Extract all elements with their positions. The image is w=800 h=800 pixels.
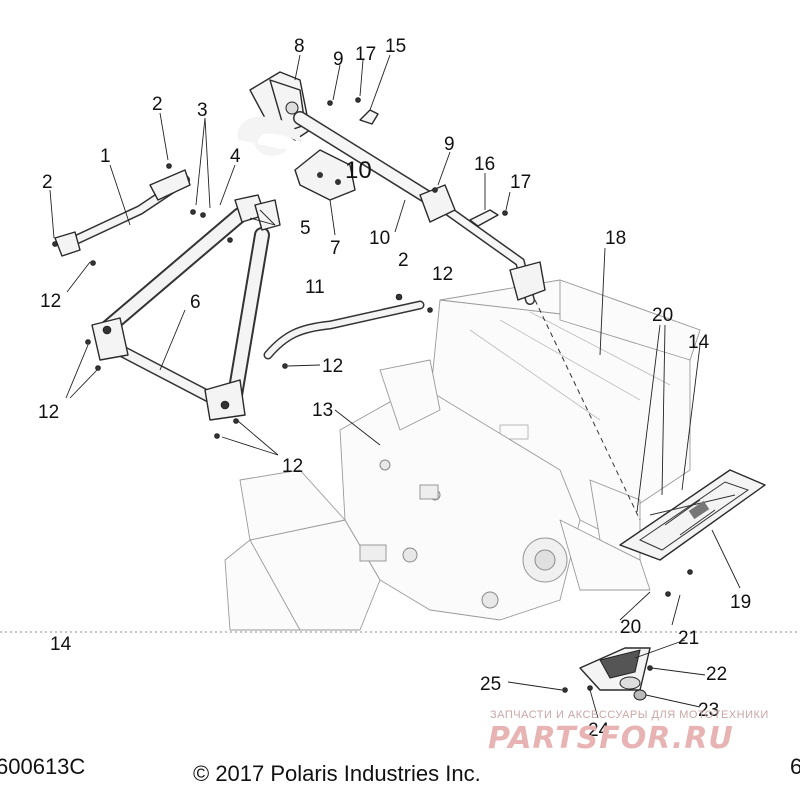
- callout-20-upper: 20: [652, 305, 673, 326]
- callout-13: 13: [312, 400, 333, 421]
- callout-2-center: 2: [398, 250, 409, 271]
- callout-4: 4: [230, 146, 241, 167]
- callout-labels: 1 2 2 2 3 4 5 6 7 8 9 9 10 10 11 12 12 1…: [38, 36, 751, 741]
- callout-10: 10: [369, 228, 390, 249]
- callout-14-left: 14: [50, 634, 72, 655]
- chassis-frame: [0, 279, 800, 633]
- callout-17-upper: 17: [355, 44, 376, 65]
- callout-12-lower: 12: [282, 456, 303, 477]
- callout-2-upper: 2: [152, 94, 163, 115]
- assembly-guide-line: [534, 299, 641, 521]
- callout-20-lower: 20: [620, 617, 641, 638]
- watermark-brand: PARTSFOR.RU: [488, 721, 734, 756]
- callout-6: 6: [190, 292, 201, 313]
- callout-2-left: 2: [42, 172, 53, 193]
- cross-tube-assembly: [237, 71, 546, 305]
- callout-21: 21: [678, 628, 699, 649]
- lower-brace: [263, 293, 433, 369]
- callout-19: 19: [730, 592, 751, 613]
- callout-23: 23: [698, 700, 719, 721]
- footer: 600613C © 2017 Polaris Industries Inc. 6: [0, 754, 800, 786]
- watermark: ЗАПЧАСТИ И АКСЕССУАРЫ ДЛЯ МОТОТЕХНИКИ PA…: [488, 709, 769, 756]
- callout-24: 24: [588, 720, 610, 741]
- lower-mount-bracket: [562, 647, 653, 701]
- page-fragment: 6: [790, 754, 800, 779]
- leader-lines: [49, 54, 741, 719]
- a-frame-brace: [85, 194, 281, 439]
- callout-17-right: 17: [510, 172, 531, 193]
- callout-12-lower-left: 12: [38, 402, 59, 423]
- upper-brace: [52, 163, 191, 266]
- callout-18: 18: [605, 228, 626, 249]
- callout-22: 22: [706, 664, 727, 685]
- callout-11: 11: [305, 277, 325, 298]
- callout-12-left: 12: [40, 291, 61, 312]
- callout-5: 5: [300, 218, 311, 239]
- figure-code: 600613C: [0, 754, 85, 779]
- callout-16: 16: [474, 154, 495, 175]
- callout-9-right: 9: [444, 134, 455, 155]
- watermark-tagline: ЗАПЧАСТИ И АКСЕССУАРЫ ДЛЯ МОТОТЕХНИКИ: [490, 709, 769, 721]
- callout-12-center: 12: [322, 356, 343, 377]
- callout-25: 25: [480, 674, 501, 695]
- callout-12-right: 12: [432, 264, 453, 285]
- skid-plate: [619, 469, 766, 597]
- callout-14-right: 14: [688, 332, 710, 353]
- callout-8: 8: [294, 36, 305, 57]
- callout-7: 7: [330, 238, 341, 259]
- callout-15: 15: [385, 36, 406, 57]
- callout-9-upper: 9: [333, 49, 344, 70]
- copyright-notice: © 2017 Polaris Industries Inc.: [193, 761, 481, 786]
- callout-10-large: 10: [345, 157, 372, 184]
- callout-3: 3: [197, 100, 208, 121]
- callout-1: 1: [100, 146, 111, 167]
